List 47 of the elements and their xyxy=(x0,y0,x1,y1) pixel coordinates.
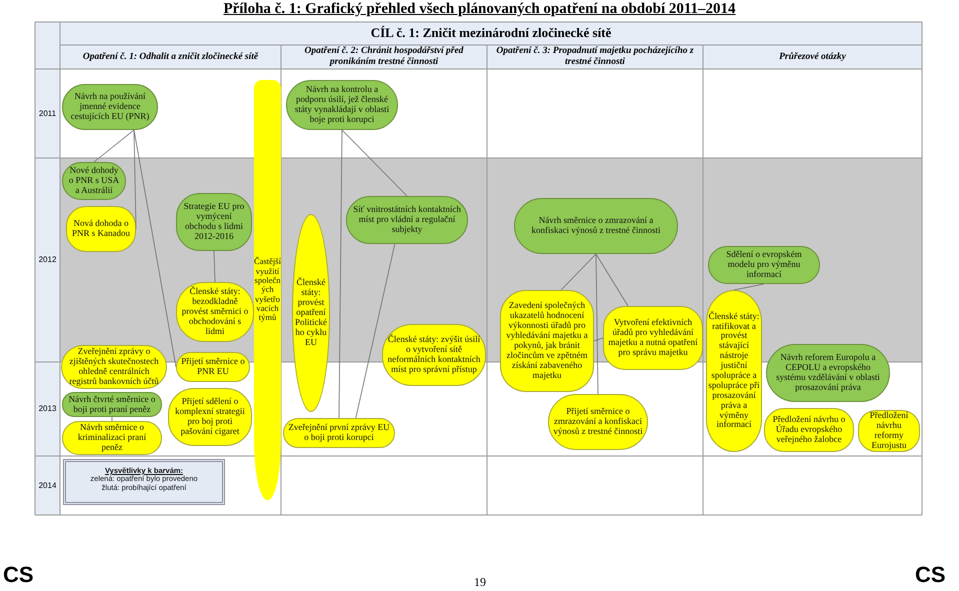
action-box: Častější využití společných vyšetřovacích týmů xyxy=(254,80,281,500)
action-box: Nová dohoda o PNR s Kanadou xyxy=(66,206,136,252)
action-box: Členské státy: ratifikovat a provést stávající nástroje justiční spolupráce a spolupráce při prosazování práva a výměny informací xyxy=(706,290,762,452)
connector-line xyxy=(596,254,628,306)
legend-box xyxy=(63,459,225,505)
connector-line xyxy=(94,130,134,162)
connector-line xyxy=(560,254,596,290)
action-box: Přijetí sdělení o komplexní strategii pro boj proti pašování cigaret xyxy=(168,388,252,446)
action-box: Zveřejnění zprávy o zjištěných skutečnostech ohledně centrálních registrů bankovních účtů xyxy=(61,345,167,389)
connector-line xyxy=(355,244,396,418)
action-box: Návrh směrnice o zmrazování a konfiskaci výnosů z trestné činnosti xyxy=(514,198,678,254)
year-label: 2012 xyxy=(35,158,60,362)
action-box: Návrh reforem Europolu a CEPOLU a evropského systému vzdělávání v oblasti prosazování práva xyxy=(766,344,890,402)
action-box: Vytvoření efektivních úřadů pro vyhledávání majetku a nutná opatření pro správu majetku xyxy=(603,306,703,370)
connector-line xyxy=(594,338,604,342)
page-title: Příloha č. 1: Grafický přehled všech plánovaných opatření na období 2011–2014 xyxy=(223,0,736,18)
connector-line xyxy=(338,130,342,418)
action-box: Strategie EU pro vymýcení obchodu s lidmi 2012-2016 xyxy=(176,193,252,251)
action-box: Zveřejnění první zprávy EU o boji proti korupci xyxy=(283,418,395,448)
language-code: CS xyxy=(915,562,946,588)
column-header: Průřezové otázky xyxy=(703,45,922,69)
connector-line xyxy=(734,284,764,290)
action-box: Návrh na kontrolu a podporu úsilí, jež členské státy vynakládají v oblasti boje proti korupci xyxy=(286,80,398,130)
column-header: Opatření č. 2: Chránit hospodářství před pronikáním trestné činnosti xyxy=(281,45,487,69)
action-box: Předložení návrhu reformy Eurojustu xyxy=(858,410,920,452)
year-label: 2011 xyxy=(35,69,60,158)
action-box: Síť vnitrostátních kontaktních míst pro vládní a regulační subjekty xyxy=(346,196,468,244)
year-label: 2013 xyxy=(35,362,60,456)
action-box: Členské státy: zvýšit úsilí o vytvoření sítě neformálních kontaktních míst pro správní přístup xyxy=(382,324,486,386)
language-code: CS xyxy=(3,562,34,588)
action-box: Přijetí směrnice o zmrazování a konfiskaci výnosů z trestné činnosti xyxy=(548,394,648,450)
year-label: 2014 xyxy=(35,456,60,515)
action-box: Přijetí směrnice o PNR EU xyxy=(176,352,250,382)
connector-line xyxy=(342,130,408,196)
connector-line xyxy=(214,250,216,282)
action-box: Návrh na používání jmenné evidence cestujících EU (PNR) xyxy=(62,84,158,130)
column-header: Opatření č. 3: Propadnutí majetku pocházejícího z trestné činnosti xyxy=(487,45,703,69)
connector-line xyxy=(596,254,598,394)
page-number: 19 xyxy=(474,576,486,590)
action-box: Návrh směrnice o kriminalizaci praní peněz xyxy=(62,421,162,455)
action-box: Předložení návrhu o Úřadu evropského veřejného žalobce xyxy=(764,408,854,452)
action-box: Zavedení společných ukazatelů hodnocení výkonnosti úřadů pro vyhledávání majetku a pokynů, jak bránit zločincům ve zpětném získání zabaveného majetku xyxy=(500,290,594,392)
goal-header: CÍL č. 1: Zničit mezinárodní zločinecké sítě xyxy=(60,22,922,45)
action-box: Návrh čtvrté směrnice o boji proti praní peněz xyxy=(62,392,162,417)
column-header: Opatření č. 1: Odhalit a zničit zločinecké sítě xyxy=(60,45,281,69)
action-box: Sdělení o evropském modelu pro výměnu informací xyxy=(708,246,820,284)
connector-line xyxy=(134,130,176,368)
